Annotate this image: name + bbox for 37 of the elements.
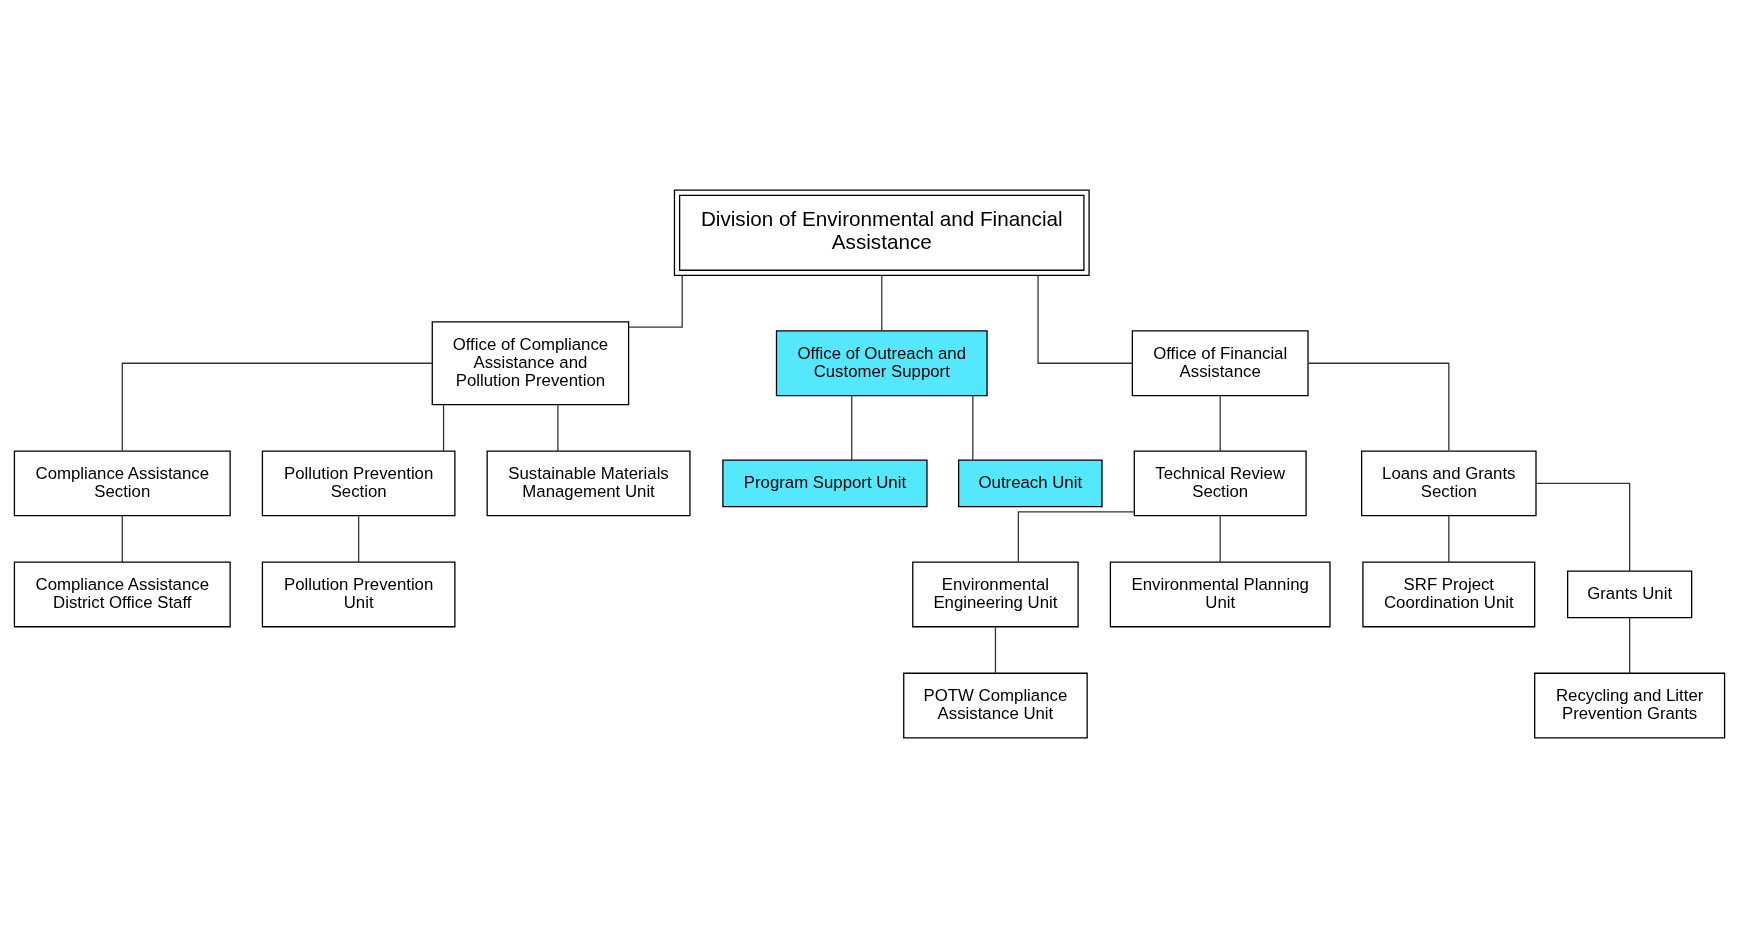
node-box: Office of Financial Assistance	[1131, 329, 1309, 396]
connector	[628, 274, 683, 328]
node-box: Recycling and Litter Prevention Grants	[1534, 672, 1726, 738]
node-box: Grants Unit	[1567, 570, 1693, 618]
node-box: Sustainable Materials Management Unit	[486, 449, 691, 516]
connector	[121, 514, 123, 563]
node-box: Outreach Unit	[958, 459, 1103, 507]
connector	[1448, 514, 1450, 563]
node-box: Office of Outreach and Customer Support	[775, 329, 988, 396]
node-box: Pollution Prevention Unit	[261, 561, 456, 627]
connector	[1535, 482, 1631, 572]
connector	[358, 514, 360, 563]
connector	[1219, 514, 1221, 563]
node-box: SRF Project Coordination Unit	[1362, 561, 1536, 627]
node-box: Division of Environmental and Financial Assistance	[673, 189, 1090, 276]
connector	[121, 362, 433, 451]
node-box: Technical Review Section	[1133, 449, 1307, 516]
node-box: Pollution Prevention Section	[261, 449, 456, 516]
connector	[1037, 274, 1133, 364]
node-box: POTW Compliance Assistance Unit	[903, 672, 1088, 738]
connector	[1219, 394, 1221, 452]
node-box: Compliance Assistance Section	[13, 449, 231, 516]
node-box: Environmental Planning Unit	[1109, 561, 1331, 627]
connector	[1017, 510, 1135, 562]
connector	[557, 403, 559, 452]
connector	[972, 394, 974, 461]
node-box: Environmental Engineering Unit	[912, 561, 1079, 627]
connector	[442, 403, 445, 452]
node-box: Program Support Unit	[722, 459, 928, 507]
connector	[881, 274, 883, 331]
connector	[851, 394, 853, 461]
connector	[1629, 616, 1631, 674]
node-box: Loans and Grants Section	[1361, 449, 1537, 516]
connector	[994, 626, 997, 674]
connector	[1307, 362, 1450, 451]
node-box: Compliance Assistance District Office Staff	[13, 561, 231, 627]
node-box: Office of Compliance Assistance and Pollution Prevention	[431, 320, 630, 405]
